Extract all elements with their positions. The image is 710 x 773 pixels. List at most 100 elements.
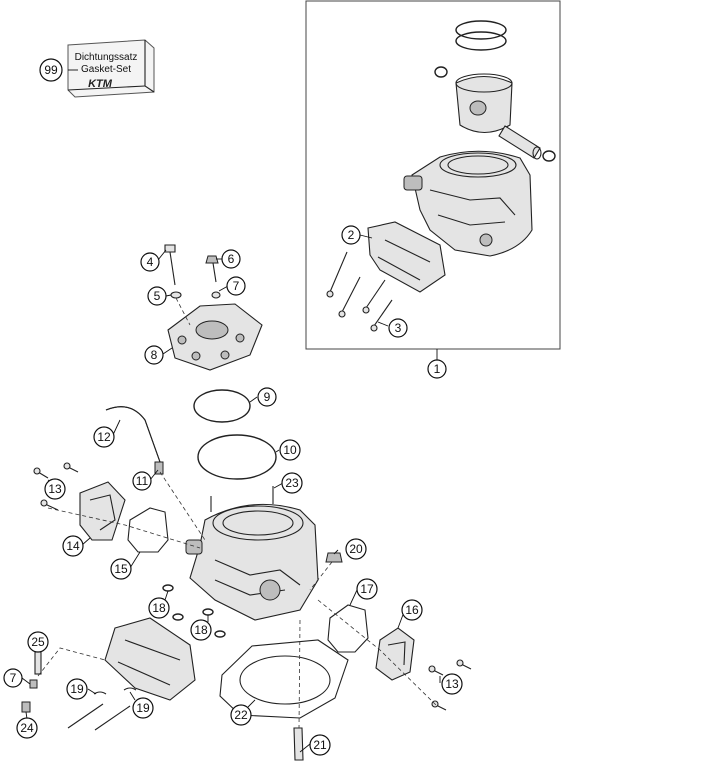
o-ring-18b-1 bbox=[202, 608, 214, 616]
svg-text:19: 19 bbox=[70, 682, 84, 696]
cover-screws-upper bbox=[33, 462, 79, 511]
callout-8: 8 bbox=[144, 345, 164, 365]
svg-text:18: 18 bbox=[152, 601, 166, 615]
exhaust-valve-cover bbox=[79, 481, 126, 541]
clip-19b bbox=[123, 687, 137, 691]
callout-11: 11 bbox=[132, 471, 152, 491]
intake-screw-1 bbox=[67, 703, 104, 729]
callout-17: 17 bbox=[356, 578, 378, 600]
assembly-line-intake bbox=[37, 647, 106, 677]
svg-text:4: 4 bbox=[147, 255, 154, 269]
head-o-ring bbox=[193, 389, 251, 423]
callout-21: 21 bbox=[309, 734, 331, 756]
svg-text:21: 21 bbox=[313, 738, 327, 752]
svg-text:20: 20 bbox=[349, 542, 363, 556]
head-nut bbox=[205, 255, 219, 283]
kit-intake-flange bbox=[367, 221, 446, 293]
hose-fitting bbox=[154, 461, 164, 475]
callout-7-upper: 7 bbox=[226, 276, 246, 296]
svg-text:7: 7 bbox=[233, 279, 240, 293]
callout-24: 24 bbox=[16, 717, 38, 739]
piston-rings bbox=[455, 20, 507, 51]
head-washer bbox=[170, 291, 182, 299]
gasket-set-label-en: Gasket-Set bbox=[81, 64, 131, 75]
svg-text:24: 24 bbox=[20, 721, 34, 735]
svg-text:13: 13 bbox=[445, 677, 459, 691]
svg-text:16: 16 bbox=[405, 603, 419, 617]
svg-text:22: 22 bbox=[234, 708, 248, 722]
head-bolt bbox=[164, 244, 176, 286]
callout-19-right: 19 bbox=[132, 697, 154, 719]
svg-text:11: 11 bbox=[136, 474, 149, 488]
o-ring-18a-1 bbox=[162, 584, 174, 592]
svg-text:10: 10 bbox=[283, 443, 297, 457]
callout-23: 23 bbox=[281, 472, 303, 494]
cover-screws-lower bbox=[428, 659, 472, 711]
callout-2: 2 bbox=[341, 225, 361, 245]
callout-6: 6 bbox=[221, 249, 241, 269]
intake-screw-2 bbox=[94, 705, 131, 731]
callout-16: 16 bbox=[401, 599, 423, 621]
svg-text:15: 15 bbox=[114, 562, 128, 576]
pin-25 bbox=[34, 651, 42, 675]
callout-3: 3 bbox=[388, 318, 408, 338]
piston-pin bbox=[498, 125, 542, 160]
kit-screws bbox=[326, 251, 393, 332]
callout-4: 4 bbox=[140, 252, 160, 272]
assembly-line-right bbox=[317, 599, 437, 706]
callout-99: 99 bbox=[39, 58, 63, 82]
intake-flange bbox=[104, 617, 196, 701]
head-seal bbox=[211, 291, 221, 299]
cylinder-base-gasket bbox=[219, 639, 349, 719]
cylinder-kit-frame bbox=[305, 0, 561, 350]
svg-text:2: 2 bbox=[348, 228, 355, 242]
cover-gasket-right bbox=[327, 604, 369, 653]
svg-text:12: 12 bbox=[97, 430, 111, 444]
callout-14: 14 bbox=[62, 535, 84, 557]
o-ring-18a-2 bbox=[172, 613, 184, 621]
gasket-set-label-de: Dichtungssatz bbox=[75, 52, 138, 63]
svg-text:19: 19 bbox=[136, 701, 150, 715]
assembly-line-left bbox=[47, 507, 201, 549]
svg-text:17: 17 bbox=[360, 582, 374, 596]
assembly-line-dowel bbox=[298, 619, 301, 729]
circlip-right bbox=[542, 150, 556, 162]
circlip-left bbox=[434, 66, 448, 78]
gasket-set-box-icon: Dichtungssatz Gasket-Set KTM bbox=[67, 39, 155, 98]
svg-text:3: 3 bbox=[395, 321, 402, 335]
part-7-lower bbox=[29, 679, 38, 689]
svg-text:99: 99 bbox=[44, 63, 58, 77]
kit-cylinder bbox=[403, 150, 533, 257]
svg-text:9: 9 bbox=[264, 390, 271, 404]
o-ring-18b-2 bbox=[214, 630, 226, 638]
cylinder bbox=[185, 503, 319, 621]
part-24 bbox=[21, 701, 31, 713]
cylinder-head bbox=[167, 303, 263, 371]
svg-text:6: 6 bbox=[228, 252, 235, 266]
callout-19-left: 19 bbox=[66, 678, 88, 700]
piston bbox=[455, 73, 513, 134]
callout-12: 12 bbox=[93, 426, 115, 448]
assembly-line-head bbox=[175, 297, 191, 326]
callout-13-lower: 13 bbox=[441, 673, 463, 695]
drain-plug bbox=[325, 552, 343, 563]
svg-text:14: 14 bbox=[66, 539, 80, 553]
gasket-set-logo: KTM bbox=[88, 78, 113, 90]
assembly-line-plug bbox=[309, 561, 333, 591]
cover-gasket-left bbox=[127, 507, 169, 553]
callout-1: 1 bbox=[427, 359, 447, 379]
callout-5: 5 bbox=[147, 286, 167, 306]
svg-text:7: 7 bbox=[10, 671, 17, 685]
callout-13-upper: 13 bbox=[44, 478, 66, 500]
callout-22: 22 bbox=[230, 704, 252, 726]
callout-18-upper: 18 bbox=[148, 597, 170, 619]
svg-text:25: 25 bbox=[31, 635, 45, 649]
callout-10: 10 bbox=[279, 439, 301, 461]
svg-text:23: 23 bbox=[285, 476, 299, 490]
callout-18-lower: 18 bbox=[190, 619, 212, 641]
callout-15: 15 bbox=[110, 558, 132, 580]
callout-7-lower: 7 bbox=[3, 668, 23, 688]
dowel-pin bbox=[293, 727, 304, 761]
svg-text:8: 8 bbox=[151, 348, 158, 362]
